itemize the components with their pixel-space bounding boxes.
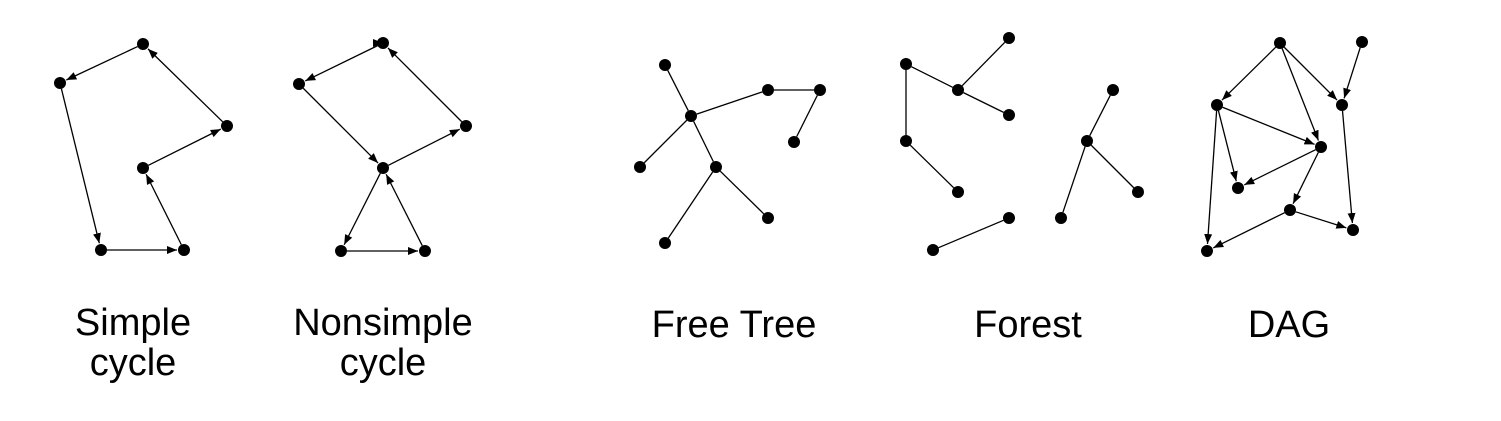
caption-simple-cycle-line2: cycle — [90, 342, 177, 384]
simple-cycle-node-f — [178, 244, 190, 256]
caption-simple-cycle-line1: Simple — [75, 302, 191, 344]
panel-free-tree — [634, 59, 826, 249]
simple-cycle-edge-f-e — [145, 173, 182, 245]
forest-edge-b-c — [961, 41, 1006, 87]
dag-edge-e-g — [1292, 152, 1319, 205]
forest-node-c — [1003, 32, 1015, 44]
forest-edge-j-k — [1062, 146, 1086, 213]
panel-forest — [900, 32, 1144, 256]
forest-edge-i-j — [1089, 95, 1111, 136]
free-tree-edge-g-i — [719, 170, 765, 215]
free-tree-node-i — [762, 212, 774, 224]
dag-edge-c-i — [1204, 110, 1218, 245]
forest-node-d — [1003, 109, 1015, 121]
panel-dag — [1201, 36, 1368, 257]
forest-edge-e-f — [909, 144, 955, 189]
caption-forest: Forest — [974, 304, 1082, 346]
dag-edge-e-f — [1243, 149, 1316, 186]
free-tree-node-f — [634, 161, 646, 173]
caption-nonsimple-cycle-line2: cycle — [340, 342, 427, 384]
dag-edge-b-d — [1343, 47, 1361, 99]
dag-node-f — [1232, 182, 1244, 194]
free-tree-edge-b-g — [693, 121, 714, 162]
free-tree-edge-a-b — [667, 70, 689, 111]
caption-free-tree: Free Tree — [652, 304, 817, 346]
forest-node-f — [952, 186, 964, 198]
dag-node-a — [1274, 37, 1286, 49]
dag-edge-d-h — [1341, 110, 1356, 224]
nonsimple-cycle-node-f — [335, 245, 347, 257]
simple-cycle-node-a — [137, 38, 149, 50]
nonsimple-cycle-node-g — [419, 245, 431, 257]
dag-node-e — [1315, 141, 1327, 153]
free-tree-edge-g-h — [667, 171, 714, 239]
forest-node-h — [1003, 212, 1015, 224]
panel-simple-cycle — [54, 38, 233, 256]
dag-node-b — [1356, 36, 1368, 48]
dag-node-g — [1284, 204, 1296, 216]
free-tree-node-e — [788, 136, 800, 148]
dag-edge-c-f — [1217, 110, 1238, 182]
forest-edge-j-l — [1090, 144, 1135, 189]
free-tree-node-g — [710, 161, 722, 173]
free-tree-node-c — [762, 84, 774, 96]
nonsimple-cycle-edge-a-b — [305, 45, 378, 82]
dag-edge-g-h — [1295, 211, 1347, 229]
simple-cycle-edge-d-a — [147, 48, 224, 123]
forest-node-i — [1107, 84, 1119, 96]
free-tree-edge-d-e — [796, 95, 818, 137]
dag-edge-g-i — [1212, 212, 1285, 249]
free-tree-edge-b-c — [696, 91, 763, 115]
free-tree-edge-b-f — [643, 119, 688, 164]
forest-node-a — [900, 58, 912, 70]
forest-edge-b-d — [963, 92, 1004, 113]
simple-cycle-node-e — [137, 162, 149, 174]
forest-node-l — [1132, 186, 1144, 198]
simple-cycle-node-c — [95, 244, 107, 256]
dag-edge-a-d — [1283, 46, 1338, 101]
dag-node-h — [1347, 224, 1359, 236]
nonsimple-cycle-node-c — [377, 162, 389, 174]
free-tree-node-b — [685, 110, 697, 122]
simple-cycle-node-d — [221, 120, 233, 132]
caption-dag: DAG — [1248, 304, 1330, 346]
simple-cycle-edge-a-b — [66, 45, 138, 81]
simple-cycle-node-b — [54, 77, 66, 89]
panel-nonsimple-cycle — [293, 37, 472, 257]
forest-edge-a-b — [911, 66, 953, 88]
nonsimple-cycle-node-b — [293, 78, 305, 90]
forest-node-b — [952, 84, 964, 96]
free-tree-node-a — [659, 59, 671, 71]
nonsimple-cycle-edge-c-f — [343, 173, 381, 246]
dag-edge-a-c — [1221, 46, 1277, 101]
nonsimple-cycle-edge-g-c — [385, 173, 423, 246]
forest-node-e — [900, 135, 912, 147]
nonsimple-cycle-edge-c-d — [388, 128, 461, 166]
dag-node-i — [1201, 245, 1213, 257]
forest-node-k — [1055, 212, 1067, 224]
forest-node-j — [1081, 135, 1093, 147]
nonsimple-cycle-node-a — [377, 37, 389, 49]
dag-node-c — [1211, 99, 1223, 111]
nonsimple-cycle-edge-d-e — [387, 47, 463, 123]
free-tree-node-d — [814, 84, 826, 96]
nonsimple-cycle-edge-b-c — [302, 87, 379, 164]
dag-edge-c-e — [1222, 106, 1315, 145]
free-tree-node-h — [659, 237, 671, 249]
nonsimple-cycle-node-d — [460, 120, 472, 132]
dag-edge-a-e — [1281, 48, 1320, 141]
caption-nonsimple-cycle-line1: Nonsimple — [293, 302, 473, 344]
forest-node-g — [927, 244, 939, 256]
dag-node-d — [1336, 99, 1348, 111]
simple-cycle-edge-e-d — [148, 128, 222, 166]
forest-edge-g-h — [938, 219, 1004, 249]
simple-cycle-edge-b-c — [60, 88, 101, 244]
